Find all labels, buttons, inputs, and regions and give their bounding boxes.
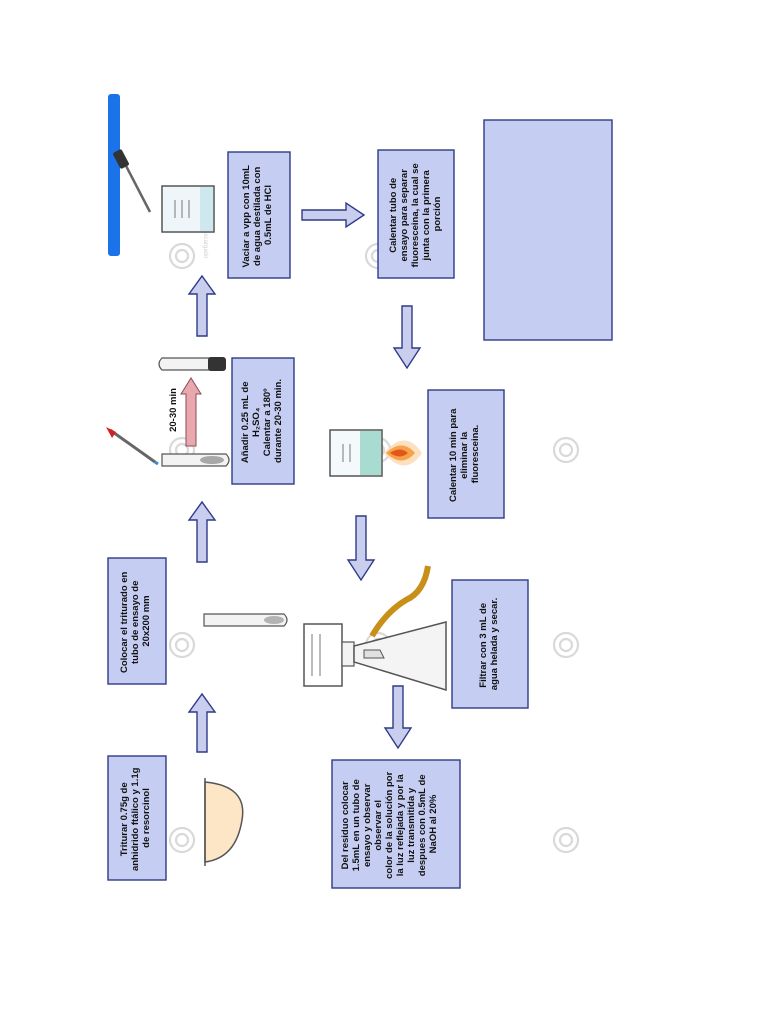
arrow-up-3 bbox=[187, 274, 217, 337]
arrow-down-3 bbox=[383, 685, 413, 750]
side-accent-bar bbox=[108, 94, 120, 256]
watermark-logo bbox=[552, 436, 580, 464]
time-label: 20-30 min bbox=[168, 388, 179, 432]
step-box-triturar bbox=[107, 755, 167, 881]
step-text-calentar-10min: Calentar 10 min para eliminar la fluores… bbox=[448, 406, 481, 502]
filter-funnel-icon bbox=[303, 565, 447, 692]
arrow-up-1 bbox=[187, 692, 217, 753]
time-arrow bbox=[180, 377, 202, 447]
arrow-up-2 bbox=[187, 500, 217, 563]
watermark-logo: Descargado bbox=[168, 226, 208, 270]
beaker-icon bbox=[329, 429, 383, 477]
watermark-logo bbox=[168, 826, 196, 854]
step-text-residuo: Del residuo colocar 1.5mL en un tubo de … bbox=[340, 769, 439, 879]
step-text-calentar-tubo: Calentar tubo de ensayo para separar flu… bbox=[388, 161, 443, 268]
pipette-icon bbox=[113, 149, 152, 213]
mortar-icon bbox=[204, 778, 244, 866]
watermark-logo bbox=[552, 826, 580, 854]
watermark-logo bbox=[168, 631, 196, 659]
step-text-triturar: Triturar 0.75g de anhidrido ftálico y 1.… bbox=[119, 765, 152, 871]
step-text-colocar: Colocar el triturado en tubo de ensayo d… bbox=[119, 569, 152, 673]
step-box-vaciar bbox=[227, 151, 291, 279]
step-text-vaciar: Vaciar a vpp con 10mL de agua destilada … bbox=[241, 163, 274, 268]
flame-icon bbox=[384, 440, 422, 466]
watermark-logo bbox=[552, 631, 580, 659]
step-text-anadir: Añadir 0.25 mL de H₂SO₄ Calentar a 180º … bbox=[240, 379, 284, 463]
test-tube-icon bbox=[203, 613, 288, 627]
step-box-filtrar bbox=[451, 579, 529, 709]
svg-text:Descargado: Descargado bbox=[202, 226, 208, 259]
step-box-anadir bbox=[231, 357, 295, 485]
step-text-filtrar: Filtrar con 3 mL de agua helada y secar. bbox=[478, 598, 500, 690]
dropper-icon bbox=[106, 427, 159, 466]
empty-box bbox=[483, 119, 613, 341]
beaker-icon bbox=[161, 185, 215, 233]
test-tube-icon bbox=[161, 453, 230, 467]
arrow-down-1 bbox=[392, 305, 422, 370]
arrow-right bbox=[301, 201, 366, 229]
arrow-down-2 bbox=[346, 515, 376, 582]
step-box-colocar bbox=[107, 557, 167, 685]
step-box-calentar-10min bbox=[427, 389, 505, 519]
step-box-calentar-tubo bbox=[377, 149, 455, 279]
test-tube-icon bbox=[158, 357, 226, 371]
step-box-residuo bbox=[331, 759, 461, 889]
